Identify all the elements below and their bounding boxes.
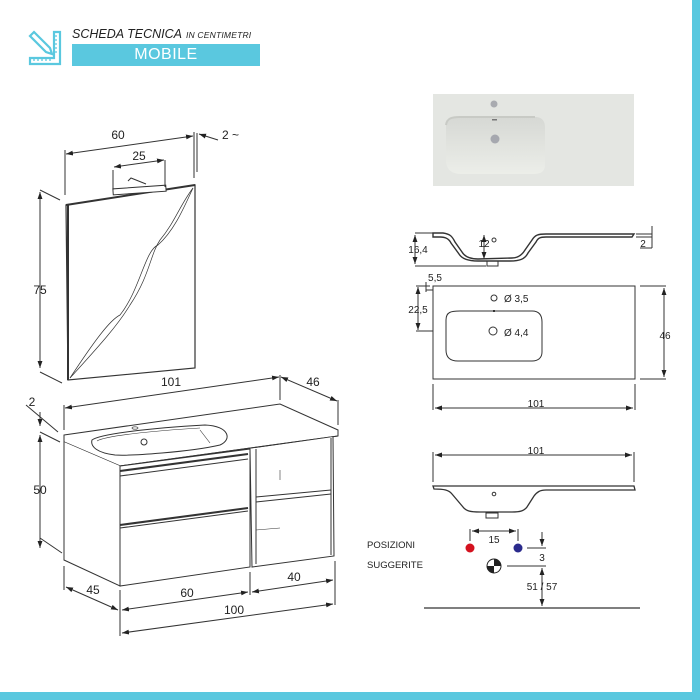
- frame-border-bottom: [0, 692, 700, 700]
- basin-render: [433, 94, 634, 186]
- basin-height-label: 16,4: [408, 245, 428, 256]
- drain-position-icon: [486, 558, 502, 574]
- basin-section: [412, 226, 653, 267]
- drain-hole-label: Ø 4,4: [504, 328, 529, 339]
- cabinet-height-label: 50: [33, 483, 47, 497]
- tap-hole-label: Ø 3,5: [504, 294, 529, 305]
- connections-diagram: [424, 452, 640, 609]
- cabinet-depth-label: 46: [306, 375, 320, 389]
- vertical-offset-label: 3: [539, 553, 545, 564]
- basin-thickness-label: 2: [640, 239, 646, 250]
- ruler-pencil-icon: [28, 30, 62, 66]
- top-thickness-label: 2: [29, 395, 36, 409]
- side-depth-label: 45: [86, 583, 100, 597]
- basin-depth-label: 46: [659, 331, 671, 342]
- cold-water-inlet-icon: [513, 543, 523, 553]
- inlet-spacing-label: 15: [488, 535, 500, 546]
- connections-width-label: 101: [528, 446, 545, 457]
- bowl-depth-label: 12: [478, 239, 490, 250]
- mirror-drawing: [37, 132, 219, 384]
- lamp-width-label: 25: [132, 149, 146, 163]
- mirror-width-label: 60: [111, 128, 125, 142]
- basin-width-label: 101: [528, 399, 545, 410]
- shelf-width-label: 40: [287, 570, 301, 584]
- drawer-width-label: 60: [180, 586, 194, 600]
- product-category-band: MOBILE: [72, 44, 260, 66]
- total-width-label: 100: [224, 603, 244, 617]
- mirror-depth-label: 2 ~: [222, 128, 239, 142]
- unit-note: IN CENTIMETRI: [185, 30, 252, 40]
- drain-height-label: 51 / 57: [527, 582, 558, 593]
- basin-plan: [415, 282, 667, 411]
- cabinet-top-width-label: 101: [161, 375, 181, 389]
- positions-label-line2: SUGGERITE: [367, 560, 423, 571]
- hot-water-inlet-icon: [465, 543, 475, 553]
- drain-offset-label: 22,5: [408, 305, 428, 316]
- cabinet-drawing: [25, 375, 339, 636]
- tap-offset-label: 5,5: [428, 273, 442, 284]
- positions-label-line1: POSIZIONI: [367, 540, 415, 551]
- mirror-height-label: 75: [33, 283, 47, 297]
- spec-title-text: SCHEDA TECNICA: [72, 27, 182, 41]
- frame-border-right: [692, 0, 700, 700]
